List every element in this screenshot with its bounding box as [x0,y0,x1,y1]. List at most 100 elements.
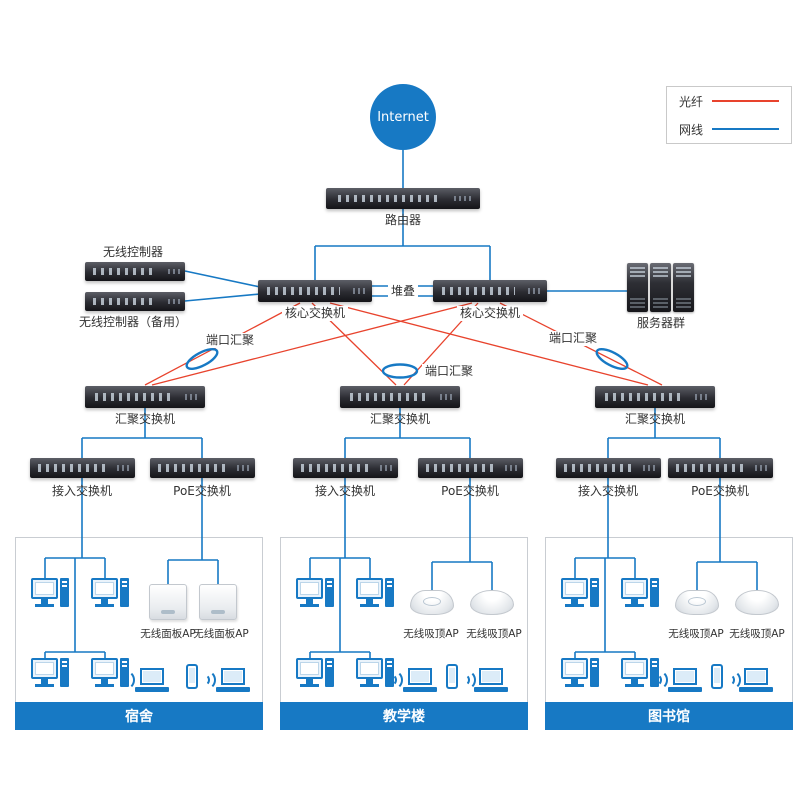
building-teaching-title: 教学楼 [280,702,528,730]
laptop-icon [474,668,508,692]
pc-tower-icon [590,658,599,687]
pc-tower-icon [60,658,69,687]
access-switch-1-label: 接入交换机 [51,484,113,498]
monitor-base [300,604,319,607]
aggregation-switch-3-device [595,386,715,408]
monitor-stand [101,679,108,684]
laptop-screen [479,668,503,685]
monitor-icon [621,578,648,599]
monitor-icon [31,578,58,599]
desktop-pc [31,576,71,614]
laptop-icon [135,668,169,692]
pc-tower-icon [325,578,334,607]
laptop-screen [673,668,697,685]
wireless-controller-backup-device [85,292,185,311]
monitor-icon [91,578,118,599]
port-aggregation-label-left: 端口汇聚 [202,333,258,348]
port-aggregation-rings [185,347,629,379]
monitor-stand [306,599,313,604]
wireless-controller-device [85,262,185,281]
ceiling-ap-icon [470,590,514,615]
desktop-pc [296,656,336,694]
poe-switch-1-label: PoE交换机 [173,484,231,498]
monitor-base [95,684,114,687]
legend-item-cable: 网线 [679,121,779,138]
building-dormitory-title: 宿舍 [15,702,263,730]
monitor-stand [631,679,638,684]
desktop-pc [561,656,601,694]
monitor-base [565,604,584,607]
internet-node: Internet [370,84,436,150]
monitor-base [95,604,114,607]
server-group-label: 服务器群 [636,316,686,330]
panel-ap-label: 无线面板AP [193,628,249,640]
ceiling-ap-label: 无线吸顶AP [466,628,522,640]
access-switch-3-label: 接入交换机 [577,484,639,498]
monitor-stand [366,599,373,604]
ceiling-ap-icon [410,590,454,615]
wireless-controller-backup-label: 无线控制器（备用） [78,315,188,329]
pc-tower-icon [120,578,129,607]
laptop-keyboard [668,687,702,692]
port-aggregation-label-right: 端口汇聚 [545,331,601,346]
monitor-stand [306,679,313,684]
legend: 光纤 网线 [666,86,792,144]
pc-tower-icon [385,578,394,607]
server-tower [673,263,694,312]
ceiling-ap-icon [675,590,719,615]
monitor-base [360,684,379,687]
ceiling-ap-icon [735,590,779,615]
monitor-stand [631,599,638,604]
monitor-icon [31,658,58,679]
poe-switch-3-label: PoE交换机 [691,484,749,498]
access-switch-2-device [293,458,398,478]
monitor-icon [561,578,588,599]
desktop-pc [356,576,396,614]
poe-switch-1-device [150,458,255,478]
monitor-stand [571,599,578,604]
ceiling-ap-label: 无线吸顶AP [729,628,785,640]
aggregation-switch-3-label: 汇聚交换机 [624,412,686,426]
building-dormitory: 宿舍 [15,537,263,730]
aggregation-switch-1-label: 汇聚交换机 [114,412,176,426]
laptop-screen [408,668,432,685]
desktop-pc [561,576,601,614]
monitor-stand [41,599,48,604]
access-switch-2-label: 接入交换机 [314,484,376,498]
desktop-pc [31,656,71,694]
core-switch-1-label: 核心交换机 [281,306,349,321]
access-switch-3-device [556,458,661,478]
monitor-icon [621,658,648,679]
aggregation-switch-2-label: 汇聚交换机 [369,412,431,426]
laptop-icon [216,668,250,692]
laptop-keyboard [216,687,250,692]
legend-cable-label: 网线 [679,122,704,137]
pc-tower-icon [325,658,334,687]
laptop-icon [668,668,702,692]
pc-tower-icon [60,578,69,607]
wall-panel-ap-icon [199,584,237,620]
server-tower [627,263,648,312]
fiber-line-swatch [712,100,779,102]
monitor-icon [296,578,323,599]
access-switch-1-device [30,458,135,478]
core-switch-1-device [258,280,372,302]
monitor-base [360,604,379,607]
server-tower [650,263,671,312]
laptop-screen [221,668,245,685]
building-library-title: 图书馆 [545,702,793,730]
monitor-stand [571,679,578,684]
laptop-icon [739,668,773,692]
legend-fiber-label: 光纤 [679,94,704,109]
core-switch-2-label: 核心交换机 [456,306,524,321]
monitor-base [625,684,644,687]
ceiling-ap-label: 无线吸顶AP [668,628,724,640]
aggregation-switch-1-device [85,386,205,408]
router-label: 路由器 [384,213,422,227]
poe-switch-2-device [418,458,523,478]
wifi-waves-icon [200,671,216,689]
aggregation-switch-2-device [340,386,460,408]
desktop-pc [296,576,336,614]
pc-tower-icon [650,578,659,607]
